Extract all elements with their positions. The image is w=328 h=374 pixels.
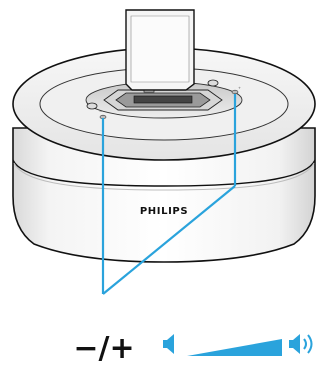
speaker-high-icon <box>289 334 312 354</box>
vol-plus-button[interactable] <box>232 90 238 94</box>
docked-player <box>126 10 194 90</box>
volume-buttons-label: −/+ <box>73 331 134 366</box>
right-control-button[interactable] <box>208 80 218 86</box>
speaker-low-icon <box>163 334 174 354</box>
left-control-button[interactable] <box>87 103 97 109</box>
volume-ramp <box>187 339 282 356</box>
volume-legend: −/+ <box>73 331 311 366</box>
brand-logo: PHILIPS <box>140 206 188 217</box>
tiny-plus-label: + <box>238 86 241 90</box>
tiny-minus-label: − <box>99 110 102 114</box>
